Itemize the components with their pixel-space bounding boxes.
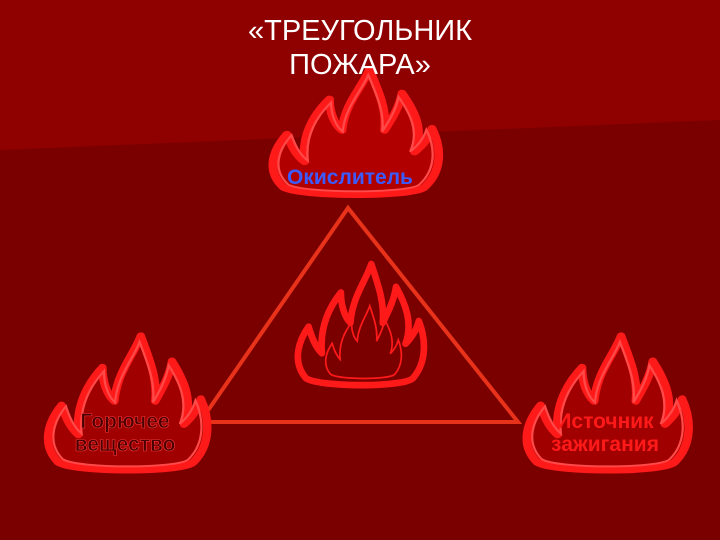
title-line-1: «ТРЕУГОЛЬНИК <box>248 15 472 47</box>
node-label-ignition: Источник зажигания <box>510 410 700 456</box>
title-line-2: ПОЖАРА» <box>289 49 431 81</box>
ignition-line-1: Источник <box>556 410 654 433</box>
fuel-line-2: вещество <box>74 433 176 457</box>
node-label-oxidizer: Окислитель <box>250 166 450 189</box>
oxidizer-text: Окислитель <box>287 166 413 189</box>
fuel-line-1: Горючее <box>80 410 170 434</box>
fire-triangle <box>196 204 523 424</box>
node-label-fuel: Горючее вещество <box>32 410 218 457</box>
ignition-line-2: зажигания <box>551 433 659 456</box>
background-band <box>0 0 720 150</box>
slide-title: «ТРЕУГОЛЬНИК ПОЖАРА» <box>180 14 540 82</box>
